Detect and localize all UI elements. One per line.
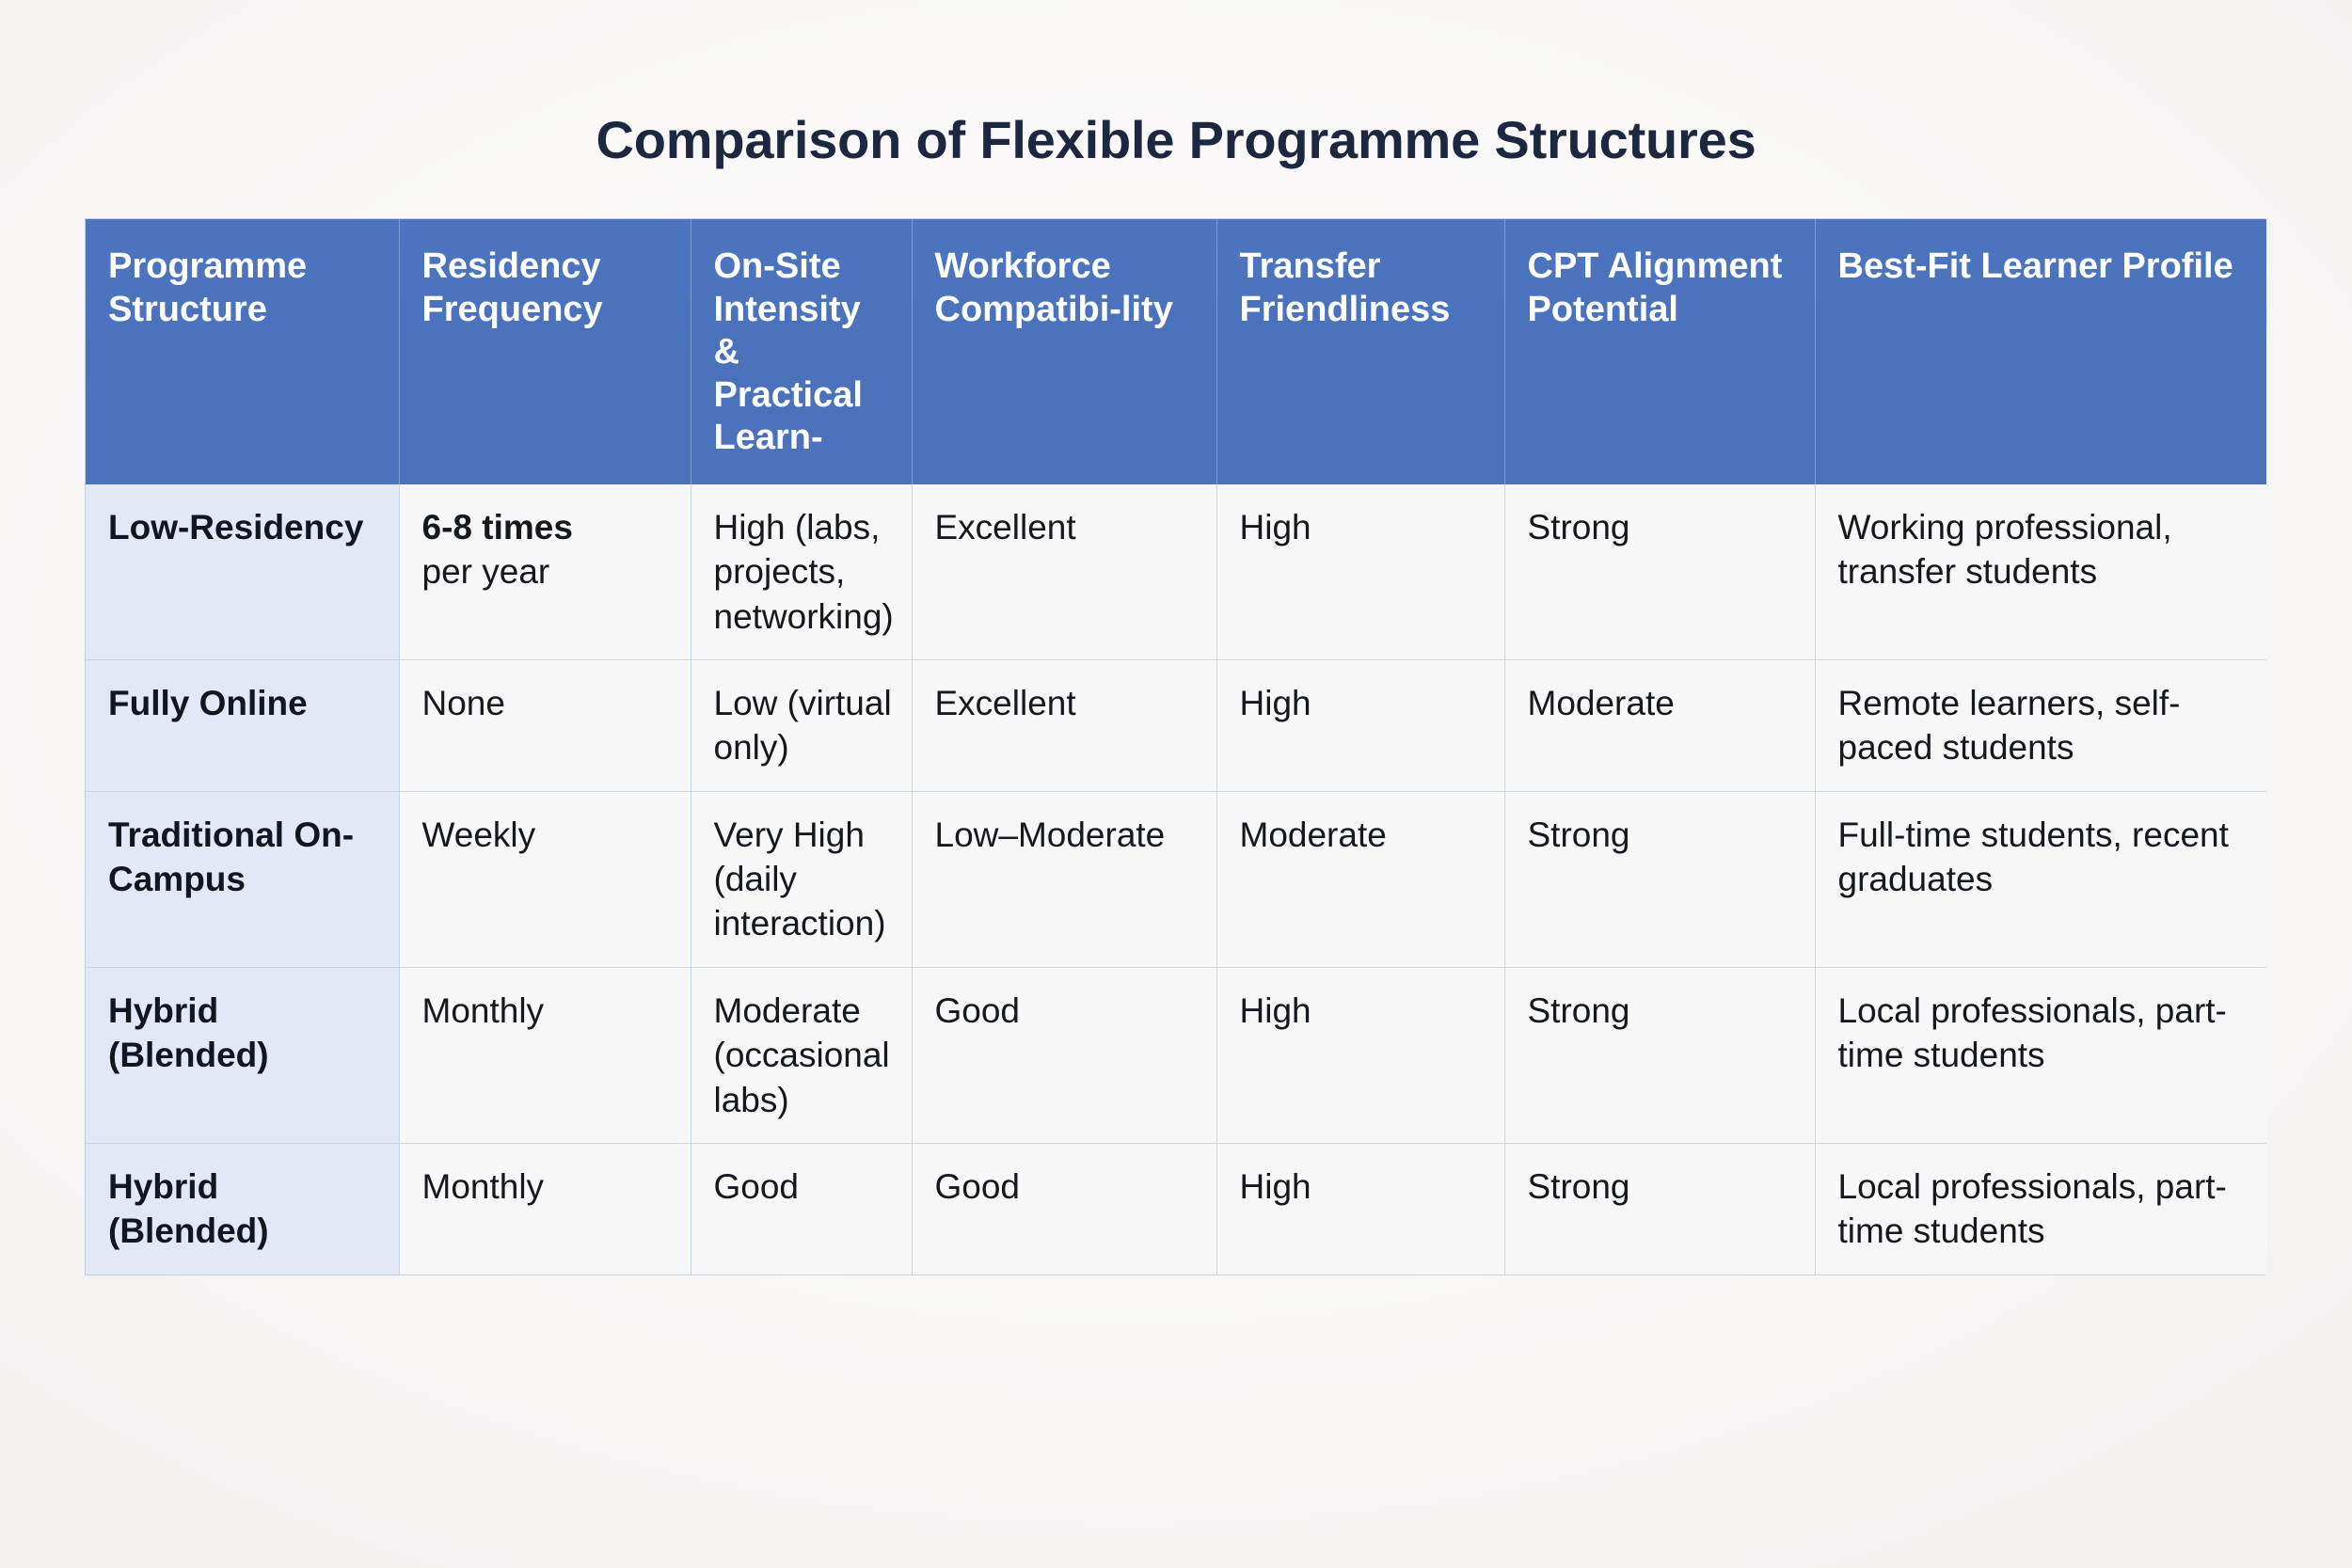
column-header-onsite-intensity[interactable]: On-Site Intensity & Practical Learn- [691,219,913,484]
cell-transfer: Moderate [1216,791,1505,968]
cell-profile: Working professional, transfer students [1815,483,2266,661]
cell-residency: Monthly [399,1143,691,1275]
column-header-workforce-compatibility[interactable]: Workforce Compatibi-lity [912,219,1217,484]
cell-structure: Hybrid (Blended) [86,967,400,1144]
cell-profile: Full-time students, recent graduates [1815,791,2266,968]
cell-structure: Low-Residency [86,483,400,661]
column-header-programme-structure[interactable]: Programme Structure [86,219,400,484]
cell-profile: Local professionals, part-time students [1815,1143,2266,1275]
column-header-transfer-friendliness[interactable]: Transfer Friendliness [1216,219,1505,484]
table-row: Traditional On-Campus Weekly Very High (… [86,791,2266,968]
cell-transfer: High [1216,1143,1505,1275]
column-header-best-fit-learner[interactable]: Best-Fit Learner Profile [1815,219,2266,484]
cell-cpt: Strong [1504,791,1816,968]
cell-structure: Hybrid (Blended) [86,1143,400,1275]
cell-residency: Monthly [399,967,691,1144]
cell-intensity: Very High (daily interaction) [691,791,913,968]
cell-profile: Remote learners, self-paced students [1815,659,2266,792]
comparison-table: Programme Structure Residency Frequency … [86,219,2266,1275]
cell-residency: 6-8 times per year [399,483,691,661]
page-title: Comparison of Flexible Programme Structu… [596,110,1756,169]
cell-workforce: Excellent [912,659,1217,792]
cell-workforce: Good [912,967,1217,1144]
cell-residency-lead: 6-8 times [421,507,573,546]
cell-transfer: High [1216,967,1505,1144]
table-row: Fully Online None Low (virtual only) Exc… [86,659,2266,792]
cell-structure: Traditional On-Campus [86,791,400,968]
table-header: Programme Structure Residency Frequency … [86,219,2266,484]
table-header-row: Programme Structure Residency Frequency … [86,219,2266,484]
cell-cpt: Strong [1504,1143,1816,1275]
cell-residency: Weekly [399,791,691,968]
cell-structure: Fully Online [86,659,400,792]
cell-intensity: Moderate (occasional labs) [691,967,913,1144]
comparison-table-container: Programme Structure Residency Frequency … [85,218,2266,1275]
cell-workforce: Good [912,1143,1217,1275]
cell-cpt: Strong [1504,967,1816,1144]
cell-cpt: Moderate [1504,659,1816,792]
cell-transfer: High [1216,483,1505,661]
table-body: Low-Residency 6-8 times per year High (l… [86,483,2266,1275]
column-header-residency-frequency[interactable]: Residency Frequency [399,219,691,484]
cell-intensity: High (labs, projects, networking) [691,483,913,661]
cell-intensity: Good [691,1143,913,1275]
cell-transfer: High [1216,659,1505,792]
table-row: Low-Residency 6-8 times per year High (l… [86,483,2266,661]
cell-workforce: Low–Moderate [912,791,1217,968]
column-header-cpt-alignment[interactable]: CPT Alignment Potential [1504,219,1816,484]
cell-cpt: Strong [1504,483,1816,661]
cell-workforce: Excellent [912,483,1217,661]
cell-residency: None [399,659,691,792]
table-row: Hybrid (Blended) Monthly Good Good High … [86,1143,2266,1275]
cell-residency-rest: per year [421,552,550,592]
cell-profile: Local professionals, part-time students [1815,967,2266,1144]
table-row: Hybrid (Blended) Monthly Moderate (occas… [86,967,2266,1144]
cell-intensity: Low (virtual only) [691,659,913,792]
